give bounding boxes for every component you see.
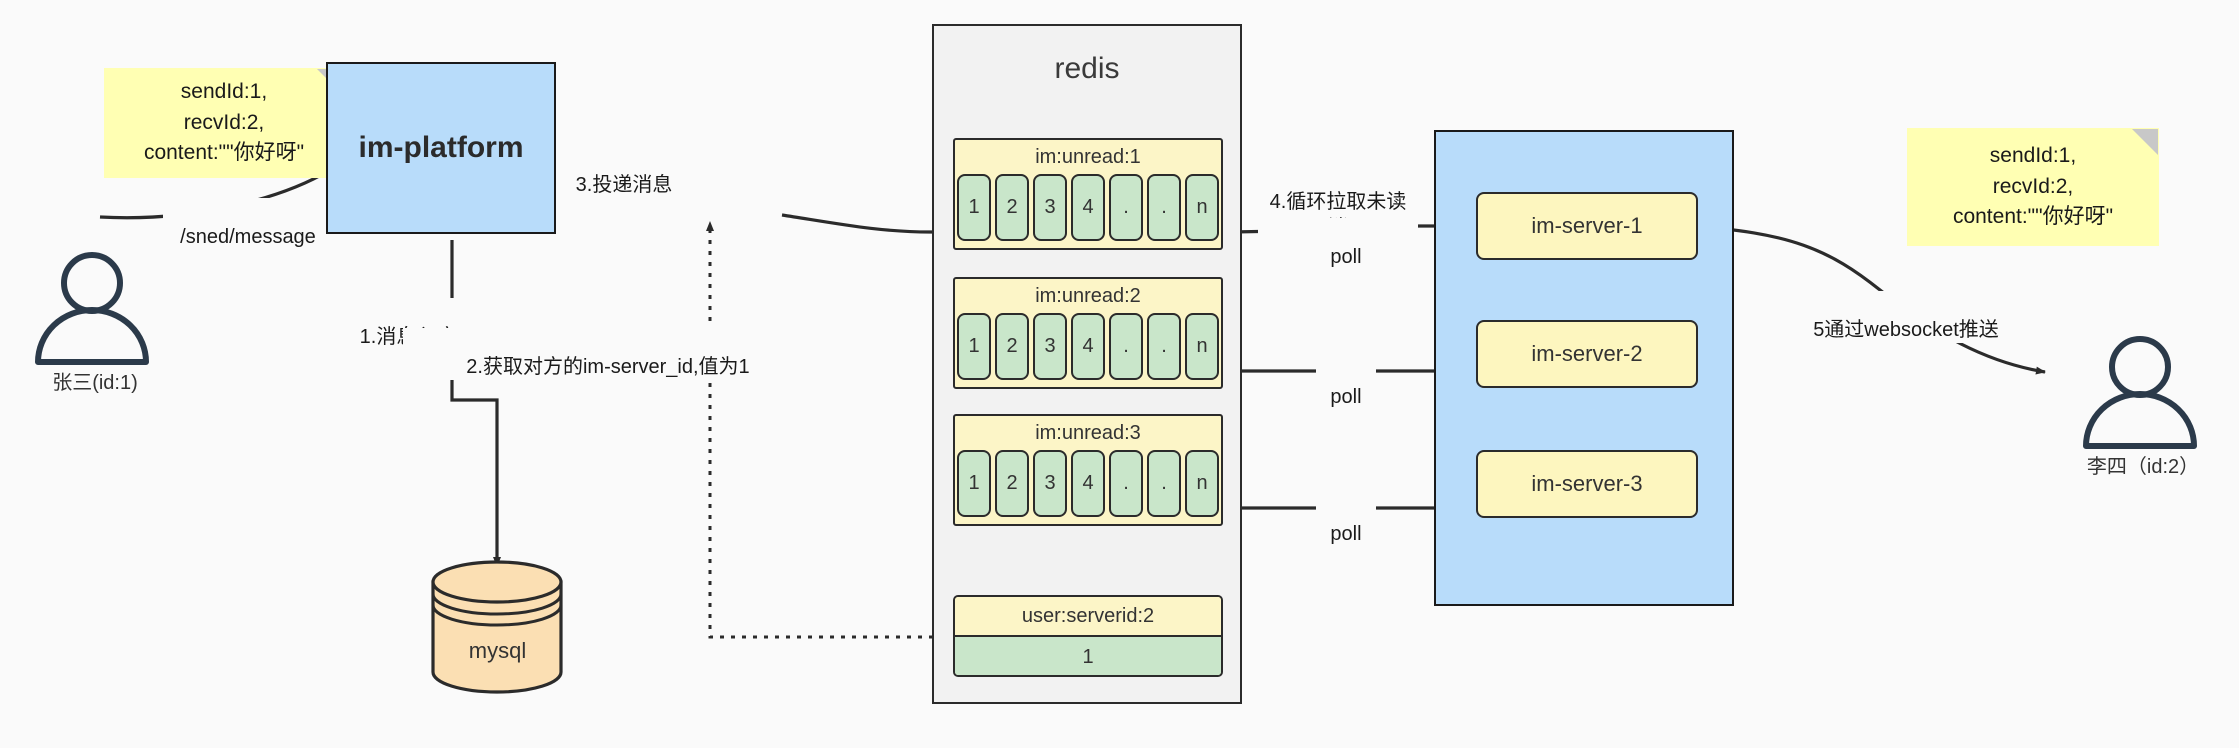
redis-kv-user-serverid[interactable]: user:serverid:2 1 bbox=[953, 595, 1223, 677]
note-right: sendId:1, recvId:2, content:""你好呀" bbox=[1907, 128, 2159, 246]
queue-cell[interactable]: 1 bbox=[957, 174, 991, 241]
queue-cell[interactable]: 4 bbox=[1071, 174, 1105, 241]
edge-platform-to-redis bbox=[781, 213, 951, 236]
im-server-3-box[interactable]: im-server-3 bbox=[1476, 450, 1698, 518]
queue-cell[interactable]: . bbox=[1109, 174, 1143, 241]
note-left-text: sendId:1, recvId:2, content:""你好呀" bbox=[143, 80, 305, 165]
actor-receiver: 李四（id:2） bbox=[2048, 322, 2238, 482]
redis-queue-0-cells: 1 2 3 4 . . n bbox=[955, 174, 1221, 244]
im-server-2-label: im-server-2 bbox=[1531, 341, 1643, 366]
note-fold-corner-icon bbox=[2132, 129, 2158, 155]
edge-redis-to-platform-dotted bbox=[706, 221, 955, 639]
queue-cell[interactable]: 4 bbox=[1071, 313, 1105, 380]
redis-queue-2-cells: 1 2 3 4 . . n bbox=[955, 450, 1221, 520]
queue-cell[interactable]: 3 bbox=[1033, 174, 1067, 241]
im-platform-box[interactable]: im-platform bbox=[326, 62, 556, 234]
edge-server1-to-receiver bbox=[1687, 224, 2046, 375]
actor-sender-caption: 张三(id:1) bbox=[52, 372, 138, 394]
queue-cell[interactable]: . bbox=[1109, 313, 1143, 380]
queue-cell[interactable]: 2 bbox=[995, 313, 1029, 380]
redis-queue-1-cells: 1 2 3 4 . . n bbox=[955, 313, 1221, 383]
mysql-label: mysql bbox=[468, 638, 527, 663]
queue-cell[interactable]: . bbox=[1147, 450, 1181, 517]
im-platform-label: im-platform bbox=[358, 131, 524, 164]
note-left: sendId:1, recvId:2, content:""你好呀" bbox=[104, 68, 344, 178]
queue-cell[interactable]: 2 bbox=[995, 450, 1029, 517]
redis-queue-2-key: im:unread:3 bbox=[1035, 422, 1141, 444]
redis-queue-2[interactable]: im:unread:3 1 2 3 4 . . n bbox=[953, 414, 1223, 526]
actor-receiver-caption: 李四（id:2） bbox=[2086, 456, 2200, 478]
queue-cell[interactable]: 2 bbox=[995, 174, 1029, 241]
edge-label-step5: 5通过websocket推送 bbox=[1791, 291, 2021, 343]
note-right-text: sendId:1, recvId:2, content:""你好呀" bbox=[1952, 144, 2114, 229]
queue-cell[interactable]: 4 bbox=[1071, 450, 1105, 517]
edge-label-poll-1: poll bbox=[1316, 218, 1376, 270]
im-server-1-box[interactable]: im-server-1 bbox=[1476, 192, 1698, 260]
im-server-3-label: im-server-3 bbox=[1531, 471, 1643, 496]
queue-cell[interactable]: n bbox=[1185, 174, 1219, 241]
im-server-2-box[interactable]: im-server-2 bbox=[1476, 320, 1698, 388]
redis-queue-0-key: im:unread:1 bbox=[1035, 146, 1141, 168]
user-icon bbox=[35, 252, 149, 365]
redis-queue-1-key: im:unread:2 bbox=[1035, 285, 1141, 307]
redis-kv-key: user:serverid:2 bbox=[955, 597, 1221, 635]
edge-label-step2: 2.获取对方的im-server_id,值为1 bbox=[403, 328, 813, 380]
edge-label-send-message: /sned/message bbox=[163, 198, 333, 250]
redis-queue-0[interactable]: im:unread:1 1 2 3 4 . . n bbox=[953, 138, 1223, 250]
queue-cell[interactable]: n bbox=[1185, 450, 1219, 517]
queue-cell[interactable]: n bbox=[1185, 313, 1219, 380]
queue-cell[interactable]: . bbox=[1109, 450, 1143, 517]
redis-kv-value: 1 bbox=[955, 635, 1221, 675]
queue-cell[interactable]: 3 bbox=[1033, 313, 1067, 380]
edge-label-poll-3: poll bbox=[1316, 495, 1376, 547]
queue-cell[interactable]: . bbox=[1147, 174, 1181, 241]
edge-label-poll-2: poll bbox=[1316, 358, 1376, 410]
queue-cell[interactable]: 1 bbox=[957, 450, 991, 517]
queue-cell[interactable]: 1 bbox=[957, 313, 991, 380]
actor-sender: 张三(id:1) bbox=[0, 238, 190, 398]
redis-title: redis bbox=[1054, 52, 1120, 85]
queue-cell[interactable]: 3 bbox=[1033, 450, 1067, 517]
edge-label-step3: 3.投递消息 bbox=[565, 146, 683, 198]
database-cylinder-icon bbox=[431, 560, 563, 694]
im-server-1-label: im-server-1 bbox=[1531, 213, 1643, 238]
edge-platform-to-mysql bbox=[450, 240, 501, 567]
mysql-datastore[interactable]: mysql bbox=[430, 560, 565, 700]
user-icon bbox=[2083, 336, 2197, 449]
redis-queue-1[interactable]: im:unread:2 1 2 3 4 . . n bbox=[953, 277, 1223, 389]
queue-cell[interactable]: . bbox=[1147, 313, 1181, 380]
